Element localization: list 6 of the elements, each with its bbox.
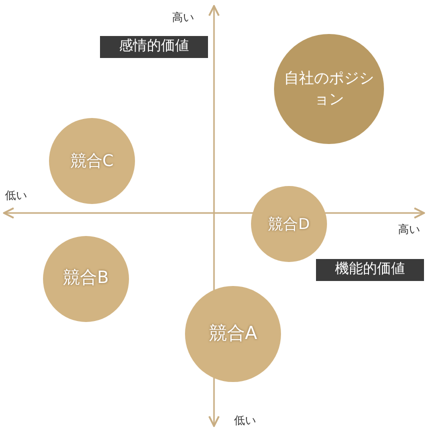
axis-label: 高い [398,222,420,238]
axis-tag: 感情的価値 [100,36,208,58]
axis-label: 高い [172,10,194,26]
axis-label: 低い [234,413,256,429]
axis-tag: 機能的価値 [316,259,424,281]
axis-label: 低い [5,188,27,204]
